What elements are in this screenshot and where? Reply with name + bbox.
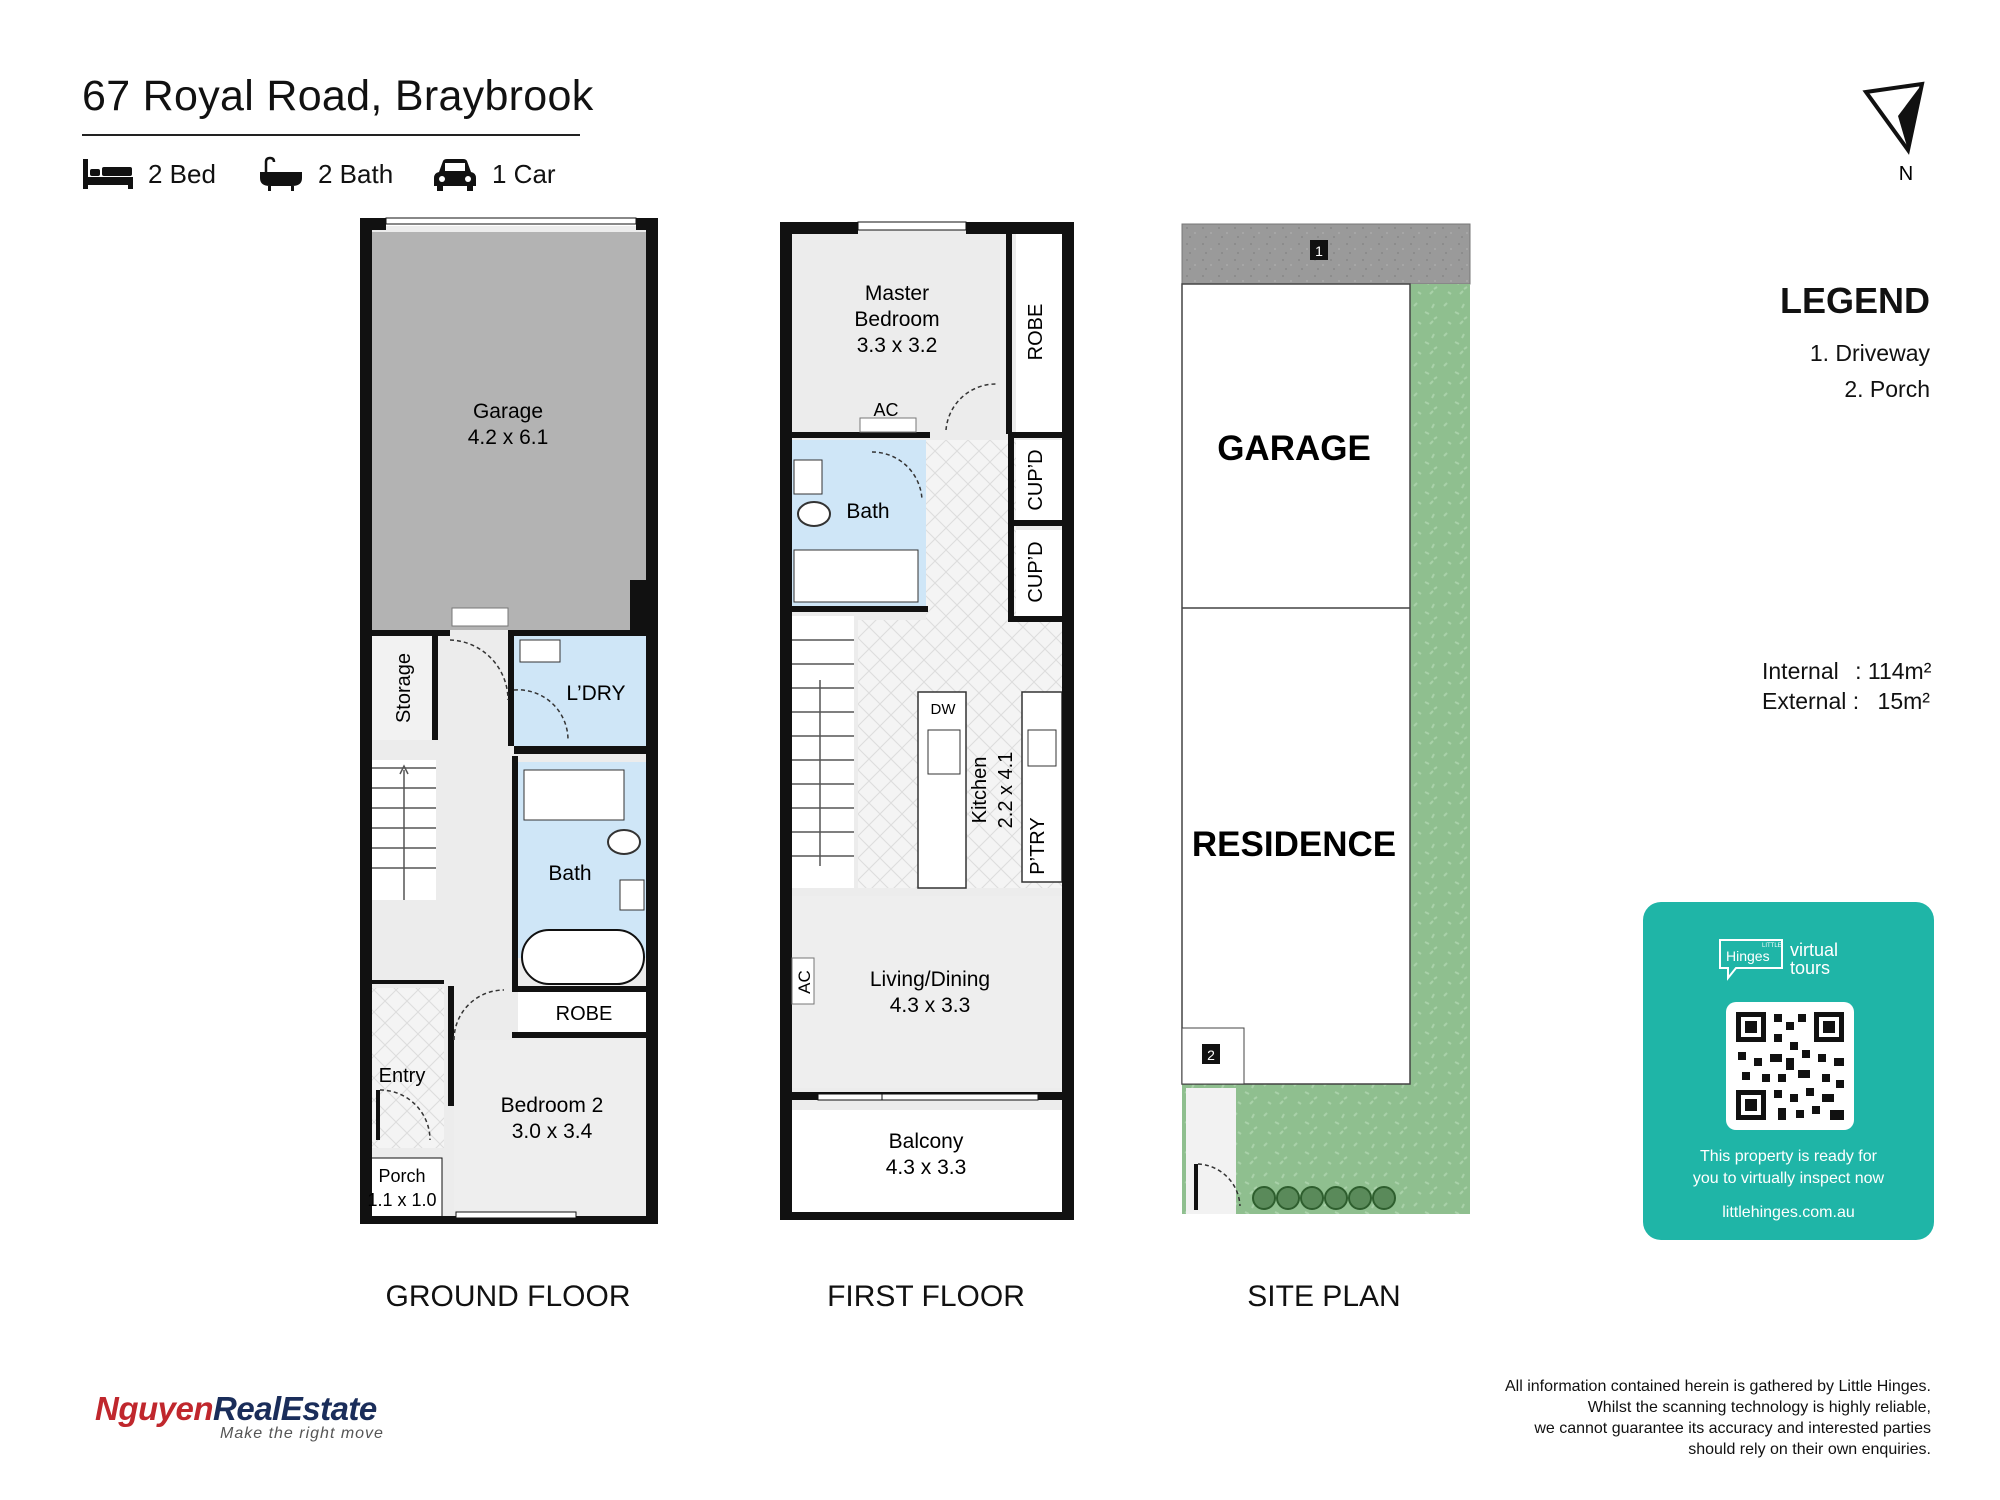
svg-text:Hinges: Hinges [1726, 948, 1770, 964]
porch-name: Porch [378, 1166, 425, 1186]
laundry-label: L’DRY [566, 682, 625, 705]
ground-floor-plan [360, 217, 658, 1224]
agency-name-part-2: RealEstate [213, 1390, 377, 1427]
garage-dims: 4.2 x 6.1 [468, 426, 549, 449]
qr-code[interactable] [1726, 1002, 1854, 1130]
entry-label: Entry [379, 1065, 426, 1087]
cupboard-2 [1016, 530, 1062, 620]
virtual-tour-line-1: This property is ready for [1700, 1148, 1877, 1165]
master-bedroom-name-2: Bedroom [854, 308, 939, 331]
porch-dims: 1.1 x 1.0 [367, 1190, 436, 1210]
living-dining-room [792, 896, 1062, 1088]
cupboard-2-label: CUP’D [1025, 541, 1047, 602]
balcony-name: Balcony [889, 1130, 964, 1153]
master-bedroom-dims: 3.3 x 3.2 [857, 334, 938, 357]
disclaimer-line: Whilst the scanning technology is highly… [1587, 1399, 1931, 1416]
ground-robe-label: ROBE [556, 1003, 613, 1025]
disclaimer-line: we cannot guarantee its accuracy and int… [1534, 1420, 1931, 1437]
kitchen-name: Kitchen [969, 757, 991, 824]
bedroom-2-name: Bedroom 2 [501, 1094, 604, 1117]
storage-label: Storage [393, 653, 415, 723]
kitchen-dims: 2.2 x 4.1 [995, 752, 1017, 829]
bath-icon [260, 156, 302, 191]
disclaimer: All information contained herein is gath… [1371, 1376, 1931, 1460]
first-floor-plan [780, 221, 1074, 1220]
bedroom-2-dims: 3.0 x 3.4 [512, 1120, 593, 1143]
first-floor-label: FIRST FLOOR [827, 1280, 1025, 1313]
property-address: 67 Royal Road, Braybrook [82, 72, 594, 120]
bedroom-2-room [454, 1040, 648, 1210]
cupboard-1 [1016, 440, 1062, 524]
legend-item-porch: 2. Porch [1844, 376, 1930, 402]
legend-title: LEGEND [1779, 280, 1930, 321]
svg-text:virtual: virtual [1790, 940, 1838, 960]
master-bedroom-room [792, 232, 1008, 432]
agency-logo: NguyenRealEstate [95, 1390, 377, 1428]
external-area-value: 15m² [1877, 688, 1930, 714]
bed-icon [83, 159, 133, 189]
title-underline [82, 134, 580, 136]
ground-robe [518, 992, 648, 1032]
little-hinges-logo: LITTLE Hinges virtual tours [1719, 939, 1838, 981]
agency-tagline: Make the right move [220, 1425, 384, 1442]
disclaimer-line: All information contained herein is gath… [1504, 1378, 1931, 1395]
dishwasher-label: DW [931, 701, 957, 718]
feature-bed-label: 2 Bed [148, 158, 216, 189]
external-area-label: External : [1762, 688, 1860, 714]
feature-car: 1 Car [432, 152, 556, 196]
master-bedroom-name-1: Master [865, 282, 929, 305]
site-residence-label: RESIDENCE [1192, 825, 1396, 864]
cupboard-1-label: CUP’D [1025, 449, 1047, 510]
pantry-label: P’TRY [1027, 817, 1049, 874]
ground-bath-label: Bath [548, 862, 591, 885]
feature-car-label: 1 Car [492, 158, 556, 189]
first-bath-label: Bath [846, 500, 889, 523]
virtual-tour-url[interactable]: littlehinges.com.au [1722, 1204, 1855, 1221]
internal-area-value: : 114m² [1855, 658, 1932, 684]
north-arrow-icon: N [1862, 81, 1925, 185]
first-robe [1016, 232, 1062, 432]
site-garage-label: GARAGE [1217, 429, 1371, 468]
kitchen-island [917, 691, 967, 889]
north-label: N [1899, 163, 1913, 185]
qr-code-icon [1736, 1012, 1844, 1120]
ac-label-1: AC [873, 400, 898, 420]
site-marker-1: 1 [1315, 243, 1323, 259]
site-marker-2: 2 [1207, 1047, 1215, 1063]
legend-item-driveway: 1. Driveway [1809, 340, 1930, 366]
garage-name: Garage [473, 400, 543, 423]
site-plan-label: SITE PLAN [1247, 1280, 1401, 1313]
feature-bath: 2 Bath [258, 152, 393, 196]
site-plan [1181, 223, 1471, 1214]
disclaimer-line: should rely on their own enquiries. [1688, 1441, 1931, 1458]
internal-area-label: Internal [1762, 658, 1839, 684]
internal-area: Internal : 114m² [1762, 658, 1931, 685]
first-robe-label: ROBE [1025, 304, 1047, 361]
feature-bath-label: 2 Bath [318, 158, 394, 189]
balcony-area [792, 1110, 1062, 1212]
balcony-dims: 4.3 x 3.3 [886, 1156, 967, 1179]
ground-floor-label: GROUND FLOOR [385, 1280, 631, 1313]
feature-bed: 2 Bed [82, 152, 216, 196]
living-dining-dims: 4.3 x 3.3 [890, 994, 971, 1017]
virtual-tour-line-2: you to virtually inspect now [1692, 1170, 1885, 1187]
garage-room [372, 232, 646, 630]
entry-area [372, 988, 444, 1148]
svg-text:tours: tours [1790, 958, 1830, 978]
storage-room [372, 634, 432, 740]
agency-name-part-1: Nguyen [95, 1390, 214, 1427]
svg-text:LITTLE: LITTLE [1762, 943, 1782, 949]
car-icon [434, 159, 476, 191]
external-area: External : 15m² [1762, 688, 1930, 715]
living-dining-name: Living/Dining [870, 968, 990, 991]
ac-label-2: AC [795, 970, 814, 994]
